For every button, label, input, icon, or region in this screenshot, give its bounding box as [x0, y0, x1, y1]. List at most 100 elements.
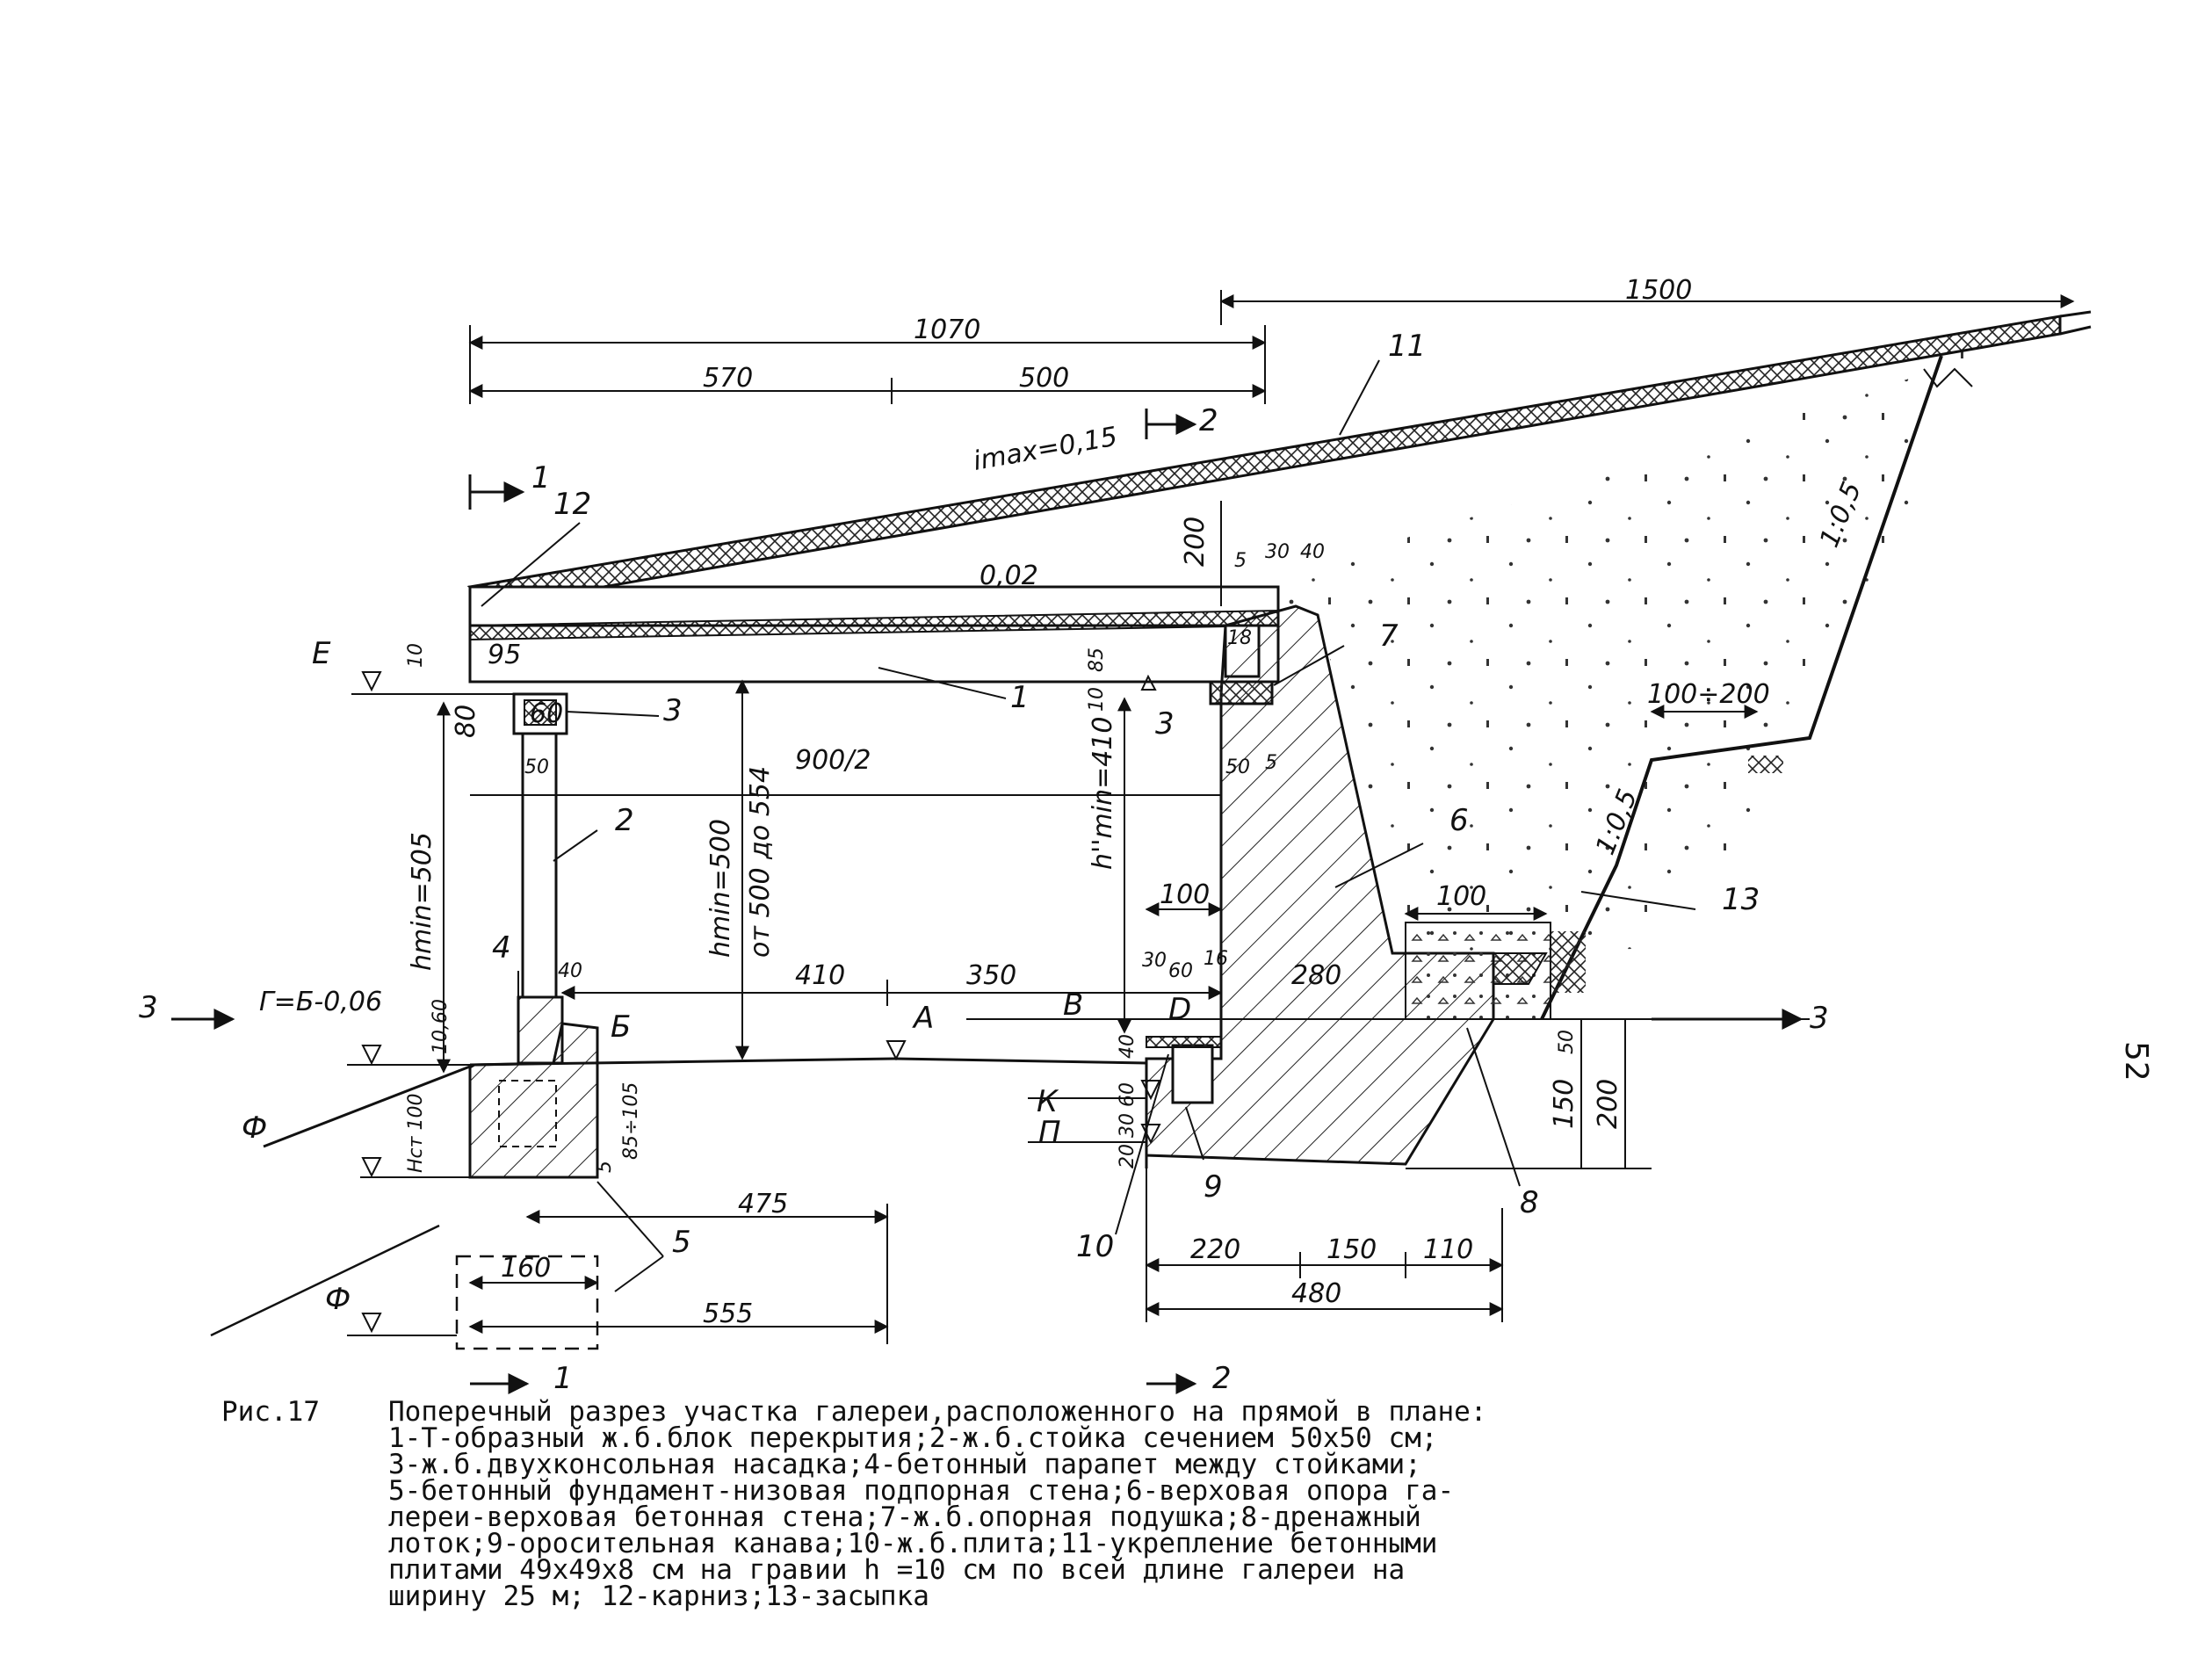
callout-8: 8 — [1520, 1185, 1539, 1220]
dim-900-half: 900/2 — [795, 745, 871, 776]
dim-200-top: 200 — [1180, 517, 1211, 567]
dim-150-vert: 150 — [1549, 1079, 1579, 1129]
ground-f-upper: Ф — [242, 1111, 267, 1146]
callout-9: 9 — [1204, 1169, 1223, 1205]
dim-85: 85 — [1086, 648, 1108, 672]
dim-10-60: 10,60 — [430, 999, 452, 1054]
dim-10-left: 10 — [405, 643, 427, 668]
callout-10: 10 — [1076, 1229, 1114, 1264]
elev-p: П — [1038, 1115, 1061, 1150]
dim-160: 160 — [501, 1253, 551, 1284]
dim-30-top: 30 — [1265, 541, 1290, 563]
dim-500: 500 — [1019, 363, 1069, 394]
dim-30-d: 30 — [1142, 950, 1167, 972]
point-d: D — [1168, 992, 1191, 1027]
dim-hmin-410: h''min=410 — [1088, 717, 1118, 870]
dim-50-drain: 50 — [1556, 1030, 1578, 1054]
dim-100-drain: 100 — [1436, 881, 1486, 912]
callout-12: 12 — [553, 487, 591, 522]
elev-b: Б — [611, 1009, 631, 1045]
dim-60-cap: 60 — [530, 698, 563, 729]
callout-3: 3 — [663, 693, 683, 728]
dim-hmin-505: hmin=505 — [407, 832, 437, 971]
dim-1500: 1500 — [1625, 275, 1692, 306]
caption-line: ширину 25 м; 12-карниз;13-засыпка — [388, 1581, 929, 1612]
support-pad — [1209, 680, 1274, 705]
callout-7: 7 — [1379, 619, 1399, 654]
callout-6: 6 — [1449, 803, 1469, 838]
elev-v: В — [1063, 988, 1083, 1023]
dim-60-d: 60 — [1168, 960, 1193, 982]
section-3-right: 3 — [1810, 1001, 1829, 1036]
section-2-top: 2 — [1199, 403, 1218, 438]
dim-40-ditch: 40 — [1117, 1034, 1139, 1059]
dim-60-ditch: 60 — [1117, 1082, 1139, 1107]
dim-80: 80 — [451, 705, 481, 738]
rc-column — [521, 732, 558, 999]
dim-40-parapet: 40 — [558, 960, 582, 982]
dim-100-pad: 100 — [1160, 879, 1210, 910]
callout-2: 2 — [615, 803, 634, 838]
dim-5-wall: 5 — [1265, 752, 1277, 774]
section-2-bottom: 2 — [1212, 1361, 1232, 1396]
dim-1070: 1070 — [914, 315, 980, 345]
backfill-region — [1190, 329, 2064, 953]
callout-4: 4 — [492, 930, 511, 966]
section-1-bottom: 1 — [553, 1361, 573, 1396]
caption-body: Поперечный разрез участка галереи,распол… — [388, 1399, 2075, 1610]
dim-475: 475 — [738, 1189, 788, 1219]
caption-line: плитами 49х49х8 см на гравии h =10 см по… — [388, 1554, 1406, 1586]
level-mark-3: 3 — [1155, 706, 1175, 742]
dim-slope-002: 0,02 — [979, 561, 1038, 591]
dim-16: 16 — [1204, 948, 1228, 970]
dim-g-b: Г=Б-0,06 — [259, 987, 382, 1017]
dim-410: 410 — [795, 960, 845, 991]
section-3-left: 3 — [139, 990, 158, 1025]
dim-150: 150 — [1326, 1234, 1377, 1265]
page-number: 52 — [2118, 1041, 2154, 1082]
dim-slope-max: imax=0,15 — [971, 422, 1119, 477]
dim-350: 350 — [966, 960, 1016, 991]
dim-85-105: 85÷105 — [620, 1082, 642, 1160]
dim-10-right: 10 — [1086, 687, 1108, 712]
dim-280: 280 — [1291, 960, 1341, 991]
dim-20-30: 20 30 — [1117, 1113, 1139, 1168]
concrete-plate — [1146, 1036, 1222, 1048]
dim-hst: Hст 100 — [405, 1094, 427, 1173]
dim-200-vert: 200 — [1593, 1079, 1623, 1129]
callout-5: 5 — [672, 1225, 691, 1260]
point-a: А — [912, 1001, 934, 1036]
irrigation-ditch — [1171, 1044, 1214, 1104]
caption-line: 1-Т-образный ж.б.блок перекрытия;2-ж.б.с… — [388, 1422, 1438, 1454]
elev-k: К — [1037, 1084, 1059, 1119]
ground-f-lower: Ф — [325, 1282, 351, 1317]
caption-line: Поперечный разрез участка галереи,распол… — [388, 1396, 1487, 1428]
caption-line: 3-ж.б.двухконсольная насадка;4-бетонный … — [388, 1449, 1421, 1480]
dim-95: 95 — [488, 640, 521, 670]
dim-500-554: от 500 до 554 — [745, 766, 776, 958]
caption-line: 5-бетонный фундамент-низовая подпорная с… — [388, 1475, 1455, 1507]
caption-line: лоток;9-оросительная канава;10-ж.б.плита… — [388, 1528, 1438, 1559]
callout-1: 1 — [1010, 680, 1030, 715]
elev-e: Е — [312, 636, 331, 671]
callout-13: 13 — [1722, 882, 1760, 917]
caption-line: лереи-верховая бетонная стена;7-ж.б.опор… — [388, 1501, 1421, 1533]
dim-480: 480 — [1291, 1278, 1341, 1309]
dim-5-top: 5 — [1234, 550, 1247, 572]
section-1-top: 1 — [531, 460, 551, 496]
dim-220: 220 — [1190, 1234, 1240, 1265]
dim-40-top: 40 — [1300, 541, 1325, 563]
dim-110: 110 — [1423, 1234, 1473, 1265]
dim-50-col: 50 — [524, 756, 549, 778]
dim-555: 555 — [703, 1299, 753, 1329]
dim-18: 18 — [1227, 627, 1252, 649]
figure-caption: Рис.17 Поперечный разрез участка галереи… — [221, 1399, 2084, 1610]
dim-5-found: 5 — [594, 1161, 616, 1173]
dim-100-200: 100÷200 — [1647, 679, 1770, 710]
dim-50-wall: 50 — [1225, 756, 1250, 778]
figure-label: Рис.17 — [221, 1396, 320, 1428]
dim-hmin-500: hmin=500 — [705, 819, 736, 958]
dim-570: 570 — [703, 363, 753, 394]
callout-11: 11 — [1388, 329, 1426, 364]
